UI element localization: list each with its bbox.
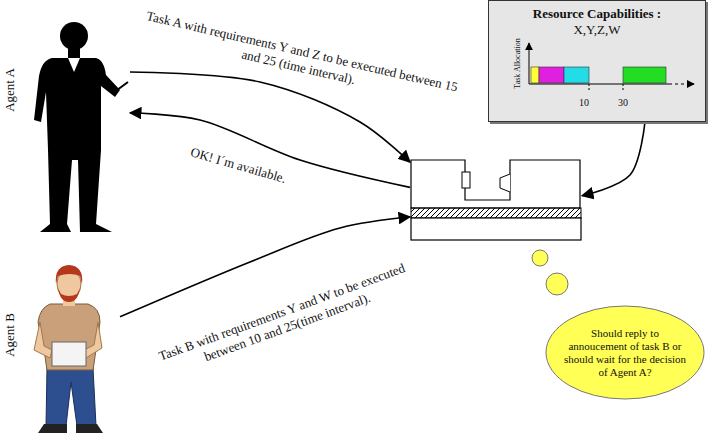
thought-ellipse	[546, 306, 704, 399]
shoes	[38, 424, 103, 433]
clamp	[462, 172, 470, 188]
thought-dot	[532, 250, 548, 266]
shape-drawing	[410, 158, 582, 242]
machine-tool	[410, 158, 582, 242]
folder	[52, 342, 86, 366]
hatched-table	[411, 208, 581, 218]
agent-figure: Agent A	[0, 0, 130, 240]
allocation-bar	[539, 67, 564, 83]
axis-title: Task Allocation	[512, 38, 521, 88]
thought-text: Should reply to annoucement of task B or…	[562, 327, 688, 379]
message-label: Task A with requirements Y and Z to be e…	[141, 8, 460, 111]
tick-guide	[589, 84, 590, 92]
allocation-chart	[529, 43, 694, 92]
body-silhouette	[34, 58, 120, 232]
message-label: Task B with requirements Y and W to be e…	[150, 258, 419, 382]
thought-dot	[546, 273, 568, 295]
tick-guide	[623, 84, 624, 92]
agent-label: Agent A	[2, 68, 18, 112]
axis	[529, 84, 669, 85]
drawing-part	[34, 22, 128, 232]
machine-base	[411, 218, 581, 240]
tick-label: 30	[618, 97, 628, 108]
thought-bubble: Should reply to annoucement of task B or…	[545, 305, 705, 400]
drawing-part	[34, 265, 103, 433]
allocation-bar	[531, 67, 539, 83]
resource-panel: Resource Capabilities :X,Y,Z,WTask Alloc…	[488, 0, 706, 122]
hair	[56, 265, 82, 302]
allocation-bar	[564, 67, 589, 83]
axis	[669, 84, 694, 85]
shape-drawing	[0, 0, 130, 240]
neck	[68, 46, 80, 60]
capability-list: X,Y,Z,W	[489, 22, 705, 38]
message-label: OK! I´m available.	[174, 140, 303, 191]
tick-label: 10	[579, 97, 589, 108]
head	[60, 22, 88, 50]
message-arrow	[582, 122, 645, 196]
agent-label: Agent B	[2, 313, 18, 357]
allocation-bar	[623, 67, 666, 83]
panel-title: Resource Capabilities :	[489, 6, 705, 22]
shirt	[38, 304, 100, 370]
machine-frame	[411, 160, 580, 208]
jeans	[46, 368, 96, 426]
axis	[529, 43, 530, 84]
shape-drawing	[0, 250, 120, 441]
agent-figure: Agent B	[0, 250, 120, 441]
pointer	[113, 82, 128, 93]
spindle	[500, 174, 510, 192]
shirt-collar	[68, 58, 80, 72]
